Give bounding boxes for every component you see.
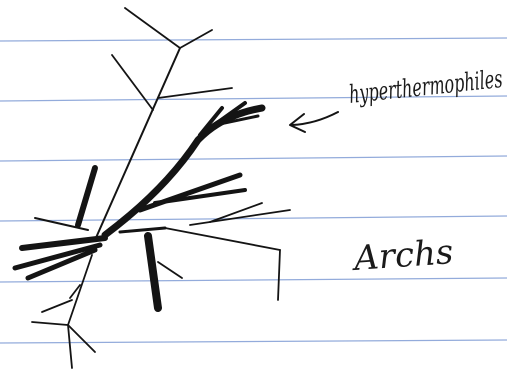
- hyperthermophile-branch: [105, 108, 262, 235]
- root-branch: [32, 322, 68, 325]
- rule-line: [0, 278, 507, 282]
- vertical-branch: [78, 168, 95, 225]
- archaea-branch: [190, 210, 290, 225]
- archaea-branch: [165, 228, 280, 250]
- arrow-icon: [290, 112, 338, 132]
- top-branch: [112, 55, 153, 110]
- archaea-branch: [278, 250, 280, 300]
- top-branch: [180, 30, 212, 48]
- root-branch: [68, 255, 92, 325]
- rule-line: [0, 340, 507, 343]
- hyperthermophiles-label: hyperthermophiles: [348, 64, 504, 109]
- root-branch: [68, 325, 72, 368]
- rule-line: [0, 38, 507, 41]
- rule-line: [0, 216, 507, 221]
- root-branch: [42, 300, 72, 312]
- root-branch: [68, 325, 95, 352]
- hyperthermophile-branch: [155, 190, 245, 203]
- archaea-label: Archs: [350, 232, 455, 279]
- archaea-node-branch: [148, 236, 158, 308]
- tree-sketch: [15, 8, 290, 368]
- top-branch: [158, 88, 232, 98]
- archaea-node-branch: [120, 228, 165, 232]
- archaea-branch: [158, 262, 182, 278]
- rule-line: [0, 156, 507, 161]
- top-branch: [125, 8, 180, 48]
